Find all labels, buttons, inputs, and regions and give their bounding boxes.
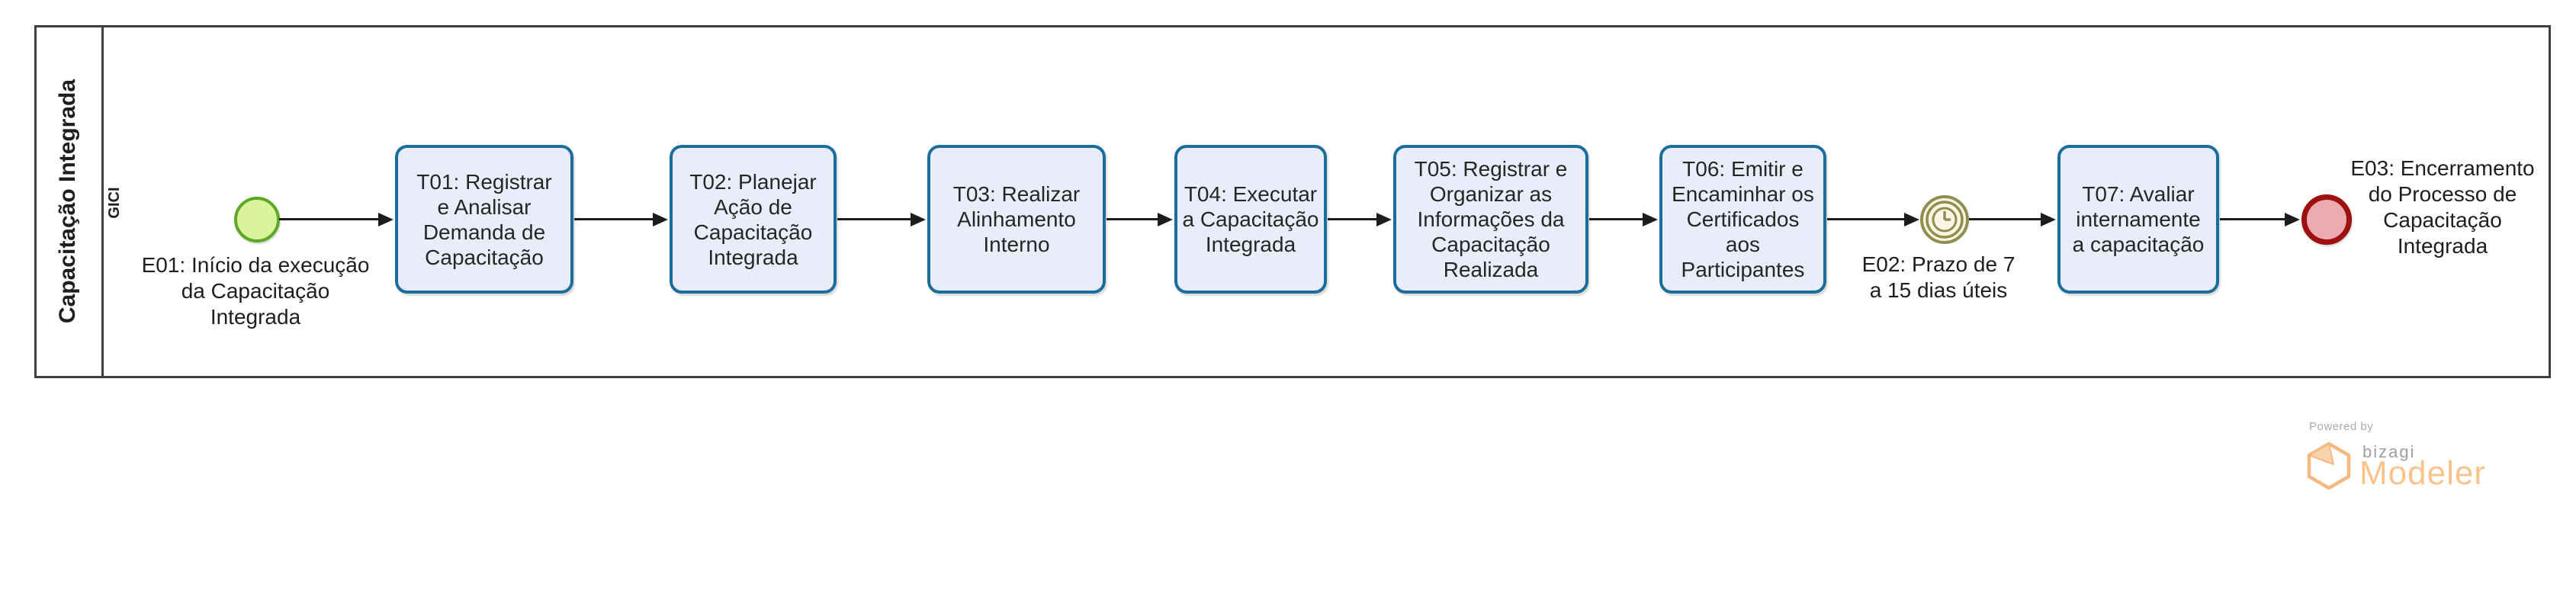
pool-title: Capacitação Integrada (55, 79, 80, 324)
flow-t02-to-t03[interactable] (837, 213, 926, 226)
task-t04[interactable]: T04: Executar a Capacitação Integrada (1174, 145, 1327, 294)
timer-clock-icon (1920, 195, 1969, 244)
task-t06[interactable]: T06: Emitir e Encaminhar os Certificados… (1659, 145, 1826, 294)
bizagi-box-icon (2306, 441, 2352, 495)
powered-by-text: Powered by (2309, 420, 2374, 433)
timer-event-label: E02: Prazo de 7 a 15 dias úteis (1861, 252, 2016, 302)
flow-t04-to-t05[interactable] (1328, 213, 1392, 226)
start-event-circle[interactable] (234, 197, 280, 242)
flow-t06-to-timer[interactable] (1827, 213, 1919, 226)
task-t01[interactable]: T01: Registrar e Analisar Demanda de Cap… (395, 145, 573, 294)
task-t05[interactable]: T05: Registrar e Organizar as Informaçõe… (1393, 145, 1588, 294)
pool-label-divider (101, 27, 104, 376)
flow-t03-to-t04[interactable] (1107, 213, 1173, 226)
flow-t07-to-end[interactable] (2220, 213, 2300, 226)
end-event-label: E03: Encerramento do Processo de Capacit… (2350, 156, 2535, 258)
flow-t05-to-t06[interactable] (1589, 213, 1658, 226)
task-t03[interactable]: T03: Realizar Alinhamento Interno (927, 145, 1106, 294)
flow-start-to-t01[interactable] (279, 213, 393, 226)
task-t07[interactable]: T07: Avaliar internamente a capacitação (2057, 145, 2219, 294)
modeler-wordmark: Modeler (2359, 454, 2486, 492)
lane-title-gici: GICI (106, 187, 123, 219)
flow-timer-to-t07[interactable] (1969, 213, 2056, 226)
task-t02[interactable]: T02: Planejar Ação de Capacitação Integr… (670, 145, 837, 294)
flow-t01-to-t02[interactable] (574, 213, 668, 226)
start-event-label: E01: Início da execução da Capacitação I… (141, 253, 370, 329)
timer-event[interactable] (1919, 194, 1970, 245)
end-event-circle[interactable] (2301, 194, 2352, 245)
bizagi-wordmark: bizagi (2362, 442, 2416, 461)
